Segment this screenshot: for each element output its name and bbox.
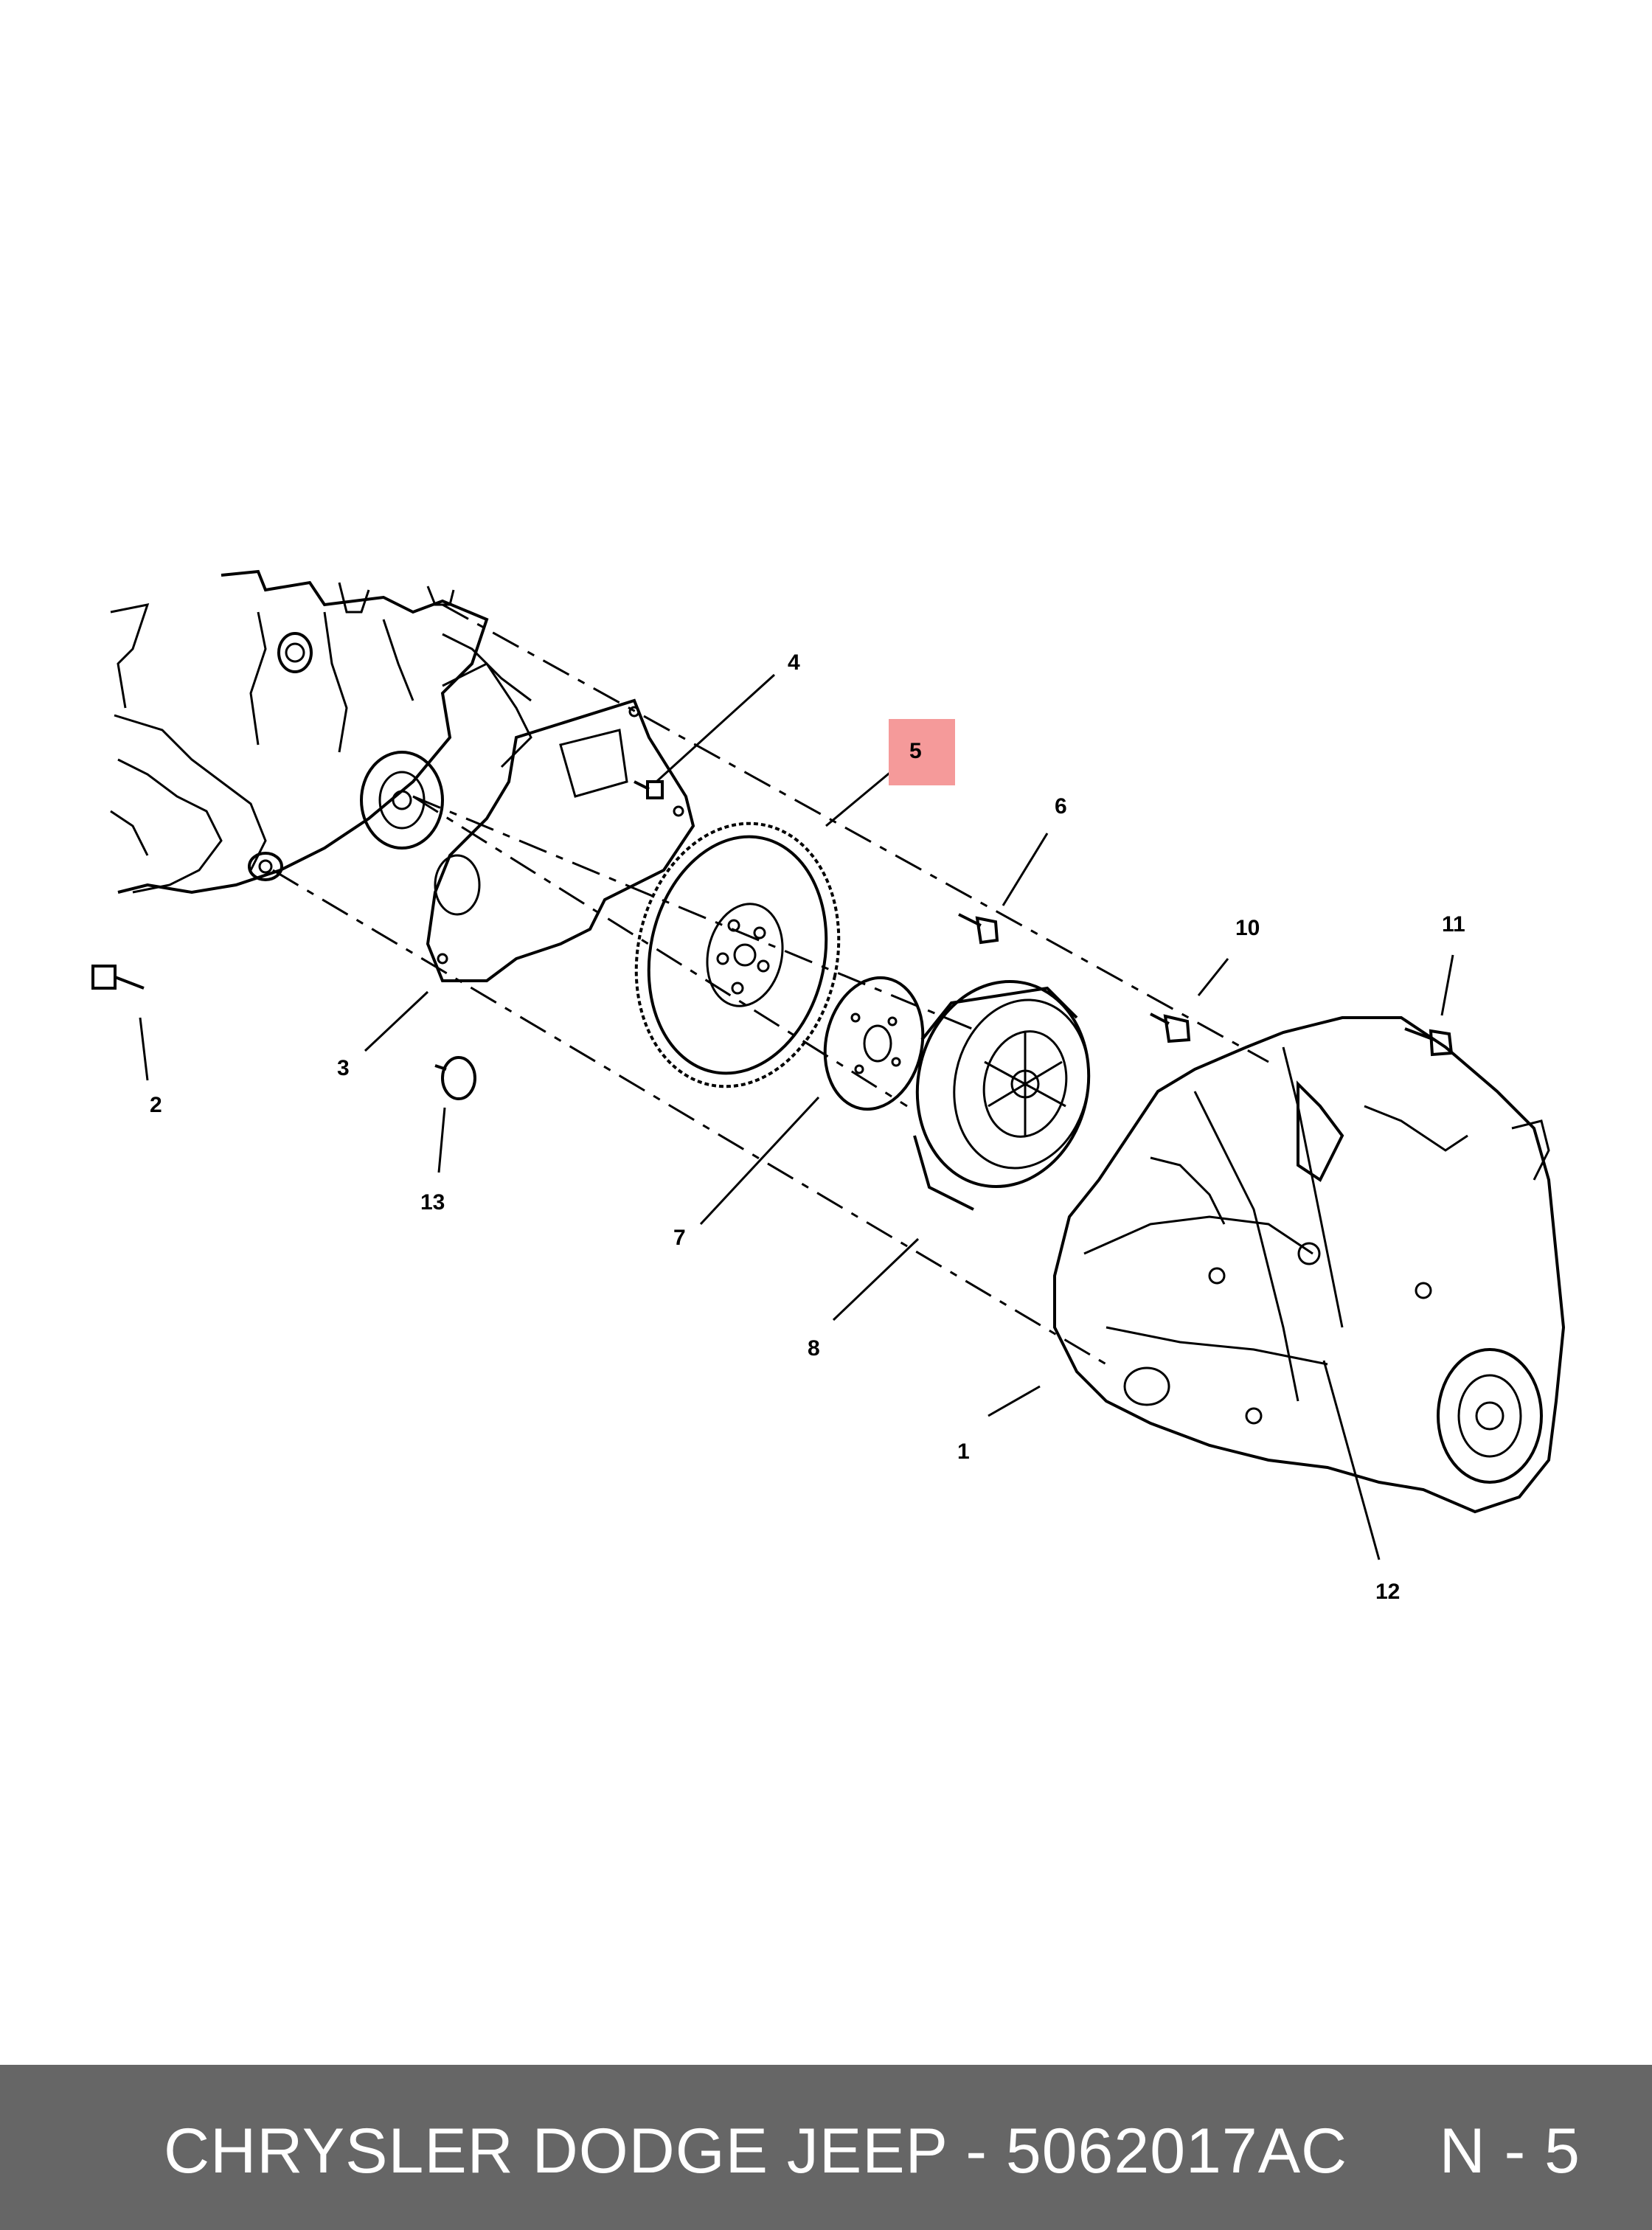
callout-3: 3 (337, 1056, 350, 1080)
callout-8: 8 (808, 1336, 820, 1361)
bolt-10 (1150, 1012, 1191, 1043)
leader-lines (139, 673, 1454, 1560)
footer-bar (0, 2065, 1652, 2230)
spacer-plate (823, 976, 925, 1111)
callout-6: 6 (1055, 794, 1067, 819)
plug-13 (434, 1056, 476, 1100)
callout-13: 13 (420, 1190, 445, 1215)
alignment-lines (272, 603, 1269, 1366)
callout-4: 4 (788, 650, 800, 675)
callout-10: 10 (1235, 916, 1260, 940)
bolt-6 (958, 913, 999, 945)
exploded-parts-diagram: 1 2 3 4 5 6 7 8 10 11 12 13 (91, 569, 1566, 1604)
bolt-2 (91, 965, 145, 990)
callout-7: 7 (673, 1226, 686, 1250)
callout-1: 1 (957, 1439, 970, 1464)
callout-highlight (889, 719, 955, 785)
callout-12: 12 (1375, 1580, 1400, 1604)
engine-block (110, 569, 532, 895)
callout-2: 2 (150, 1093, 162, 1117)
clutch-pressure-plate (913, 979, 1091, 1211)
part-number-caption: CHRYSLER DODGE JEEP - 5062017AC N - 5 (164, 2116, 1580, 2186)
bolt-4 (634, 780, 664, 799)
callout-11: 11 (1442, 912, 1465, 937)
transaxle-housing (1053, 1016, 1566, 1514)
callout-5: 5 (909, 739, 922, 763)
engine-adapter-plate (426, 698, 695, 982)
bolt-11 (1404, 1027, 1454, 1057)
flywheel (634, 822, 841, 1088)
